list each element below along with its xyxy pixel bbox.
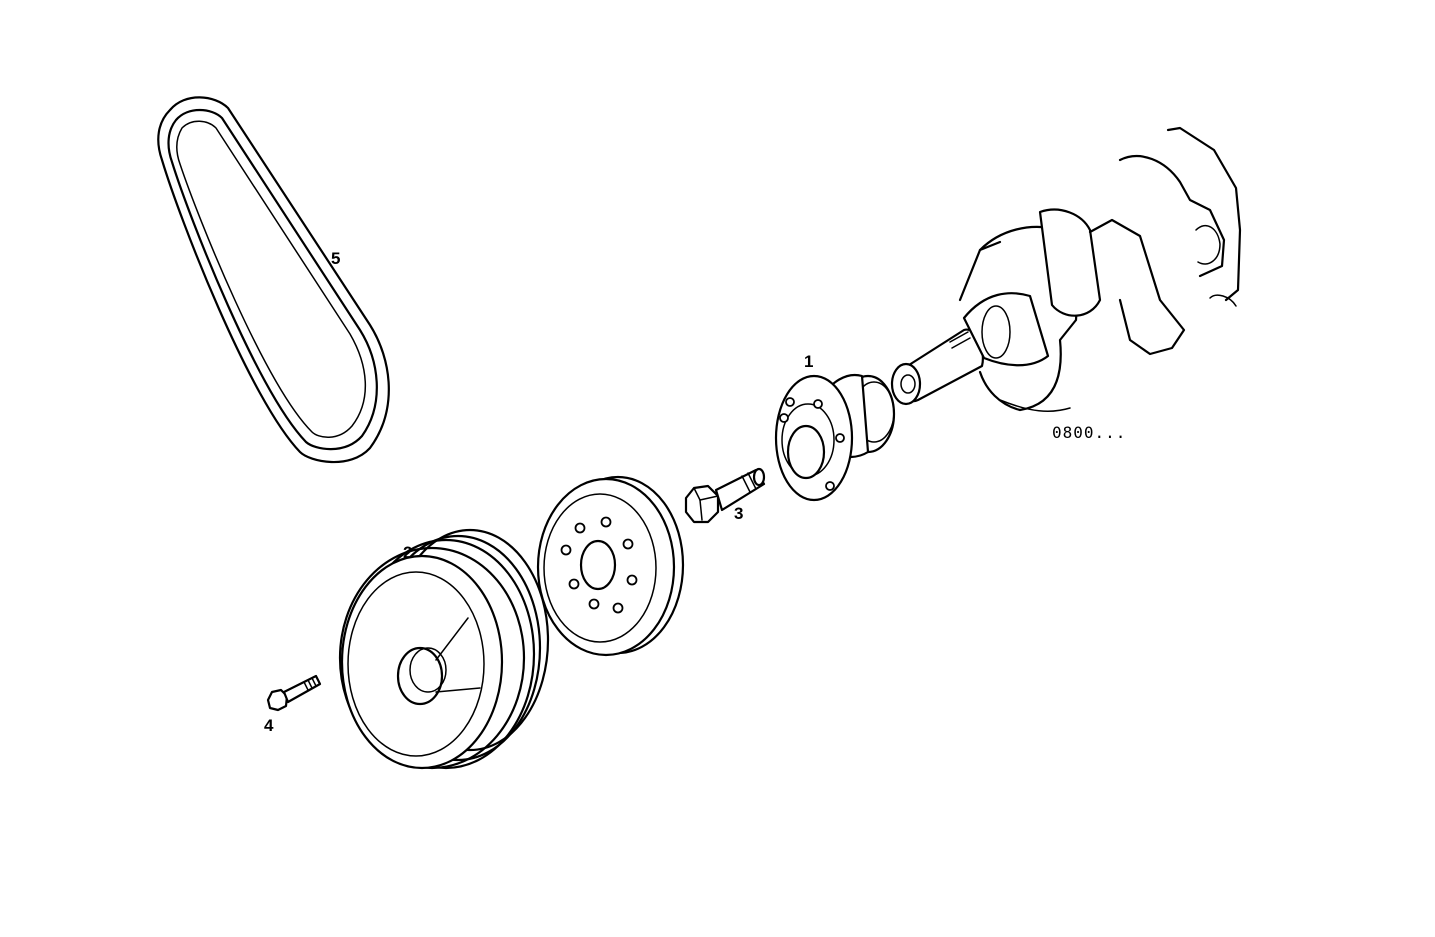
cross-reference-label: 0800...: [1052, 423, 1126, 442]
callout-part-2: 2: [403, 543, 412, 562]
crankshaft: [890, 126, 1242, 413]
callout-part-4: 4: [264, 716, 274, 735]
callout-part-5: 5: [331, 249, 340, 268]
callout-part-1: 1: [804, 352, 813, 371]
hub-flange: [774, 373, 896, 502]
callout-part-3: 3: [734, 504, 743, 523]
damper-disc: [536, 475, 685, 657]
hex-bolt: [684, 467, 766, 524]
mounting-bolt: [266, 674, 322, 712]
drive-belt: [157, 96, 390, 464]
grooved-pulley: [338, 528, 550, 770]
